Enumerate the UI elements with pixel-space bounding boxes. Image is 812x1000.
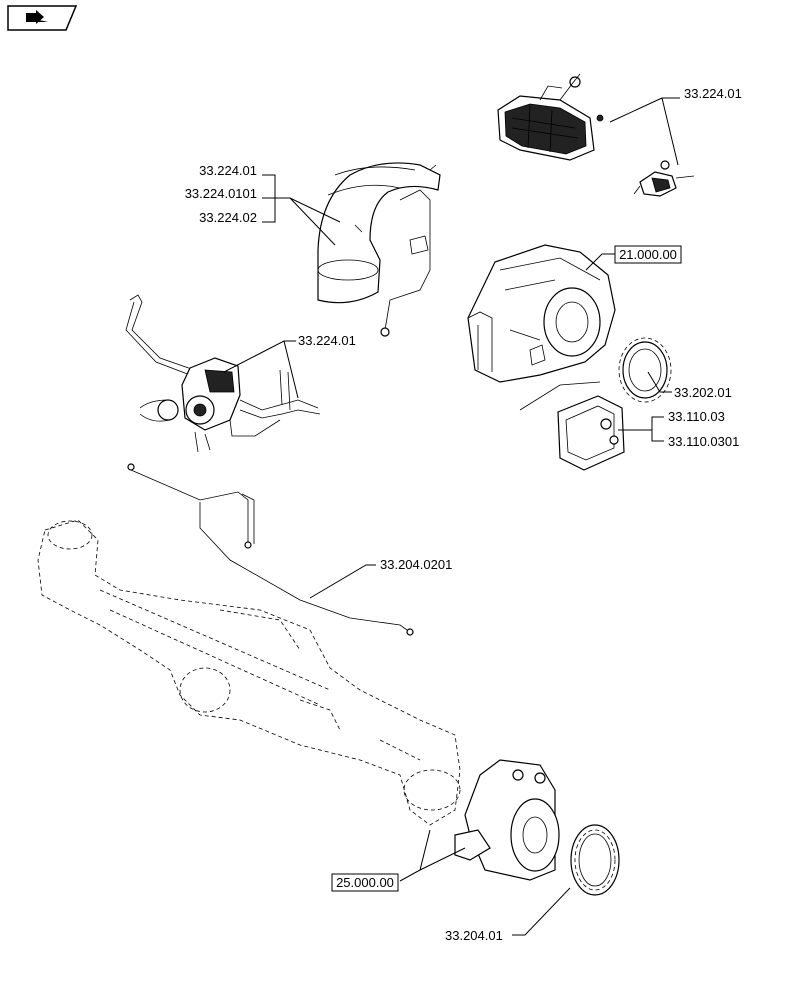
valve-assembly-part[interactable] [497, 73, 604, 161]
valve-fitting-part[interactable] [633, 160, 695, 197]
callout-33-224-0101[interactable]: 33.224.0101 [185, 186, 257, 201]
leader-33-202-01 [647, 371, 672, 393]
compressor-part[interactable] [125, 294, 321, 453]
callout-25-000-00[interactable]: 25.000.00 [331, 873, 399, 892]
friction-disc-part[interactable] [570, 824, 620, 896]
cover-plate-part[interactable] [557, 395, 625, 471]
leader-33-204-01 [512, 887, 571, 936]
callout-33-224-01-compressor[interactable]: 33.224.01 [298, 333, 356, 348]
callout-33-110-0301[interactable]: 33.110.0301 [668, 434, 739, 449]
leader-21-000-00 [585, 253, 615, 271]
back-button[interactable] [7, 5, 78, 31]
callout-21-000-00[interactable]: 21.000.00 [614, 245, 682, 264]
brake-pipe-part[interactable] [127, 463, 414, 636]
leader-33-224-01-top [609, 97, 680, 166]
hub-knuckle-part[interactable] [454, 759, 560, 881]
callout-33-224-01-top[interactable]: 33.224.01 [684, 86, 742, 101]
callout-33-224-01-fender[interactable]: 33.224.01 [199, 163, 257, 178]
callout-33-204-01[interactable]: 33.204.01 [445, 928, 503, 943]
transmission-housing-part[interactable] [467, 244, 616, 411]
leader-fender-bracket [262, 174, 341, 246]
leader-33-110-bracket [618, 416, 664, 442]
callout-33-202-01[interactable]: 33.202.01 [674, 385, 732, 400]
fender-reservoir-part[interactable] [317, 162, 441, 337]
leader-25-000-00 [399, 829, 466, 882]
callout-33-224-02[interactable]: 33.224.02 [199, 210, 257, 225]
callout-33-204-0201[interactable]: 33.204.0201 [380, 557, 452, 572]
callout-25-000-00-label: 25.000.00 [336, 875, 394, 890]
ring-gear-part[interactable] [618, 337, 672, 403]
callout-33-110-03[interactable]: 33.110.03 [668, 409, 725, 424]
axle-housing-part[interactable] [37, 519, 461, 826]
leader-compressor [223, 340, 299, 399]
callout-box [331, 873, 399, 892]
callout-21-000-00-label: 21.000.00 [619, 247, 677, 262]
callout-box [614, 245, 682, 264]
back-arrow-icon [26, 10, 48, 24]
leader-33-204-0201 [309, 564, 376, 599]
